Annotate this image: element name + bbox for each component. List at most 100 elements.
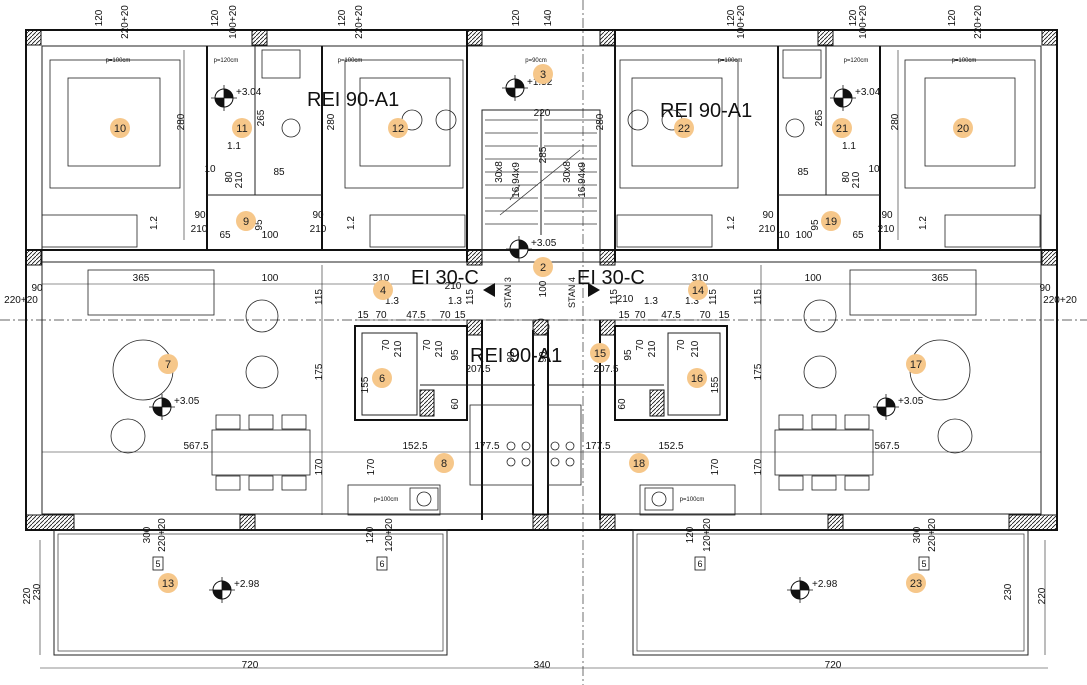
entry-arrow-left	[483, 283, 495, 297]
dimension-label: 70	[439, 310, 451, 321]
dimension-label: 90	[194, 210, 206, 221]
dimension-label: 220+20	[354, 5, 365, 39]
room-marker: 20	[953, 118, 973, 138]
room-marker: 12	[388, 118, 408, 138]
room-number: 22	[678, 123, 690, 135]
dimension-label: 95	[623, 349, 634, 361]
dimension-label: 120+20	[702, 518, 713, 552]
room-marker: 10	[110, 118, 130, 138]
dimension-label: 47.5	[406, 310, 426, 321]
level-value: +3.04	[236, 87, 262, 98]
dimension-label: 310	[692, 273, 709, 284]
dimension-label: 170	[366, 458, 377, 475]
dimension-label: 100	[538, 280, 549, 297]
room-marker: 17	[906, 354, 926, 374]
dimension-label: 100	[796, 230, 813, 241]
entry-arrow-right	[588, 283, 600, 297]
section-tag: 6	[376, 556, 388, 571]
dimension-label: 365	[932, 273, 949, 284]
room-number: 10	[114, 123, 126, 135]
section-tag: 6	[694, 556, 706, 571]
dimension-label: 210	[759, 224, 776, 235]
dimension-label: 95	[450, 349, 461, 361]
dimension-label: 120	[685, 526, 696, 543]
dimension-label: 15	[618, 310, 630, 321]
dimension-label: 177.5	[474, 441, 499, 452]
level-value: +2.98	[234, 579, 260, 590]
dimension-label: 90	[881, 210, 893, 221]
room-number: 7	[165, 359, 171, 371]
terraces	[53, 529, 1029, 656]
dimension-label: 1.1	[842, 141, 856, 152]
dimension-lines	[39, 50, 1048, 669]
dimension-label: 100	[262, 230, 279, 241]
dimension-label: 340	[534, 660, 551, 671]
dimension-label: 220+20	[4, 295, 38, 306]
dimension-label: 280	[176, 113, 187, 130]
outer-walls	[25, 29, 1058, 531]
dimension-label: 90	[31, 283, 43, 294]
room-marker: 16	[687, 368, 707, 388]
section-tag: 5	[152, 556, 164, 571]
room-number: 17	[910, 359, 922, 371]
dimension-label: 120	[210, 9, 221, 26]
dimension-label: 220	[1037, 587, 1048, 604]
dimension-label: 220	[22, 587, 33, 604]
room-marker: 15	[590, 343, 610, 363]
room-number: 3	[540, 69, 546, 81]
dimension-label: 155	[710, 376, 721, 393]
dimension-label: 1.2	[346, 216, 357, 230]
level-marker: +3.04	[211, 85, 262, 111]
dimension-label: 120	[726, 9, 737, 26]
dimension-label: 16.94x9	[577, 162, 588, 198]
section-tag-label: 6	[697, 559, 702, 569]
section-tag-label: 5	[155, 559, 160, 569]
room-marker: 13	[158, 573, 178, 593]
ei-label-right: EI 30-C	[577, 267, 645, 289]
dimension-label: p=100cm	[374, 497, 399, 503]
dimension-label: 280	[595, 113, 606, 130]
dimension-label: 10	[868, 164, 880, 175]
dimension-label: 70	[422, 339, 433, 351]
room-marker: 21	[832, 118, 852, 138]
rei-label-top-left: REI 90-A1	[307, 89, 399, 111]
dimension-label: 220+20	[973, 5, 984, 39]
room-number: 9	[243, 216, 249, 228]
room-marker: 18	[629, 453, 649, 473]
room-number: 8	[441, 458, 447, 470]
dimension-label: 210	[690, 340, 701, 357]
dimension-label: 210	[617, 294, 634, 305]
level-value: +2.98	[812, 579, 838, 590]
dimension-label: 1.3	[385, 296, 399, 307]
dimension-label: p=120cm	[214, 58, 239, 64]
dimension-label: 207.5	[465, 364, 490, 375]
dimension-label: 115	[314, 289, 325, 305]
dimension-label: 80	[224, 171, 235, 183]
dimension-label: 365	[133, 273, 150, 284]
dimension-label: 175	[753, 363, 764, 380]
dimension-label: 1.1	[227, 141, 241, 152]
dimension-label: 170	[753, 458, 764, 475]
level-marker: +2.98	[787, 577, 838, 603]
dimension-label: 70	[635, 339, 646, 351]
room-marker: 8	[434, 453, 454, 473]
dimension-label: 15	[454, 310, 466, 321]
level-marker: +3.04	[830, 85, 881, 111]
room-number: 6	[379, 373, 385, 385]
dimension-label: 230	[32, 583, 43, 600]
dimension-label: p=100cm	[338, 58, 363, 64]
room-number: 19	[825, 216, 837, 228]
level-value: +3.04	[855, 87, 881, 98]
furniture	[41, 49, 1041, 516]
dimension-label: 177.5	[585, 441, 610, 452]
dimension-label: 280	[890, 113, 901, 130]
dimension-label: 1.2	[726, 216, 737, 230]
room-marker: 22	[674, 118, 694, 138]
dimension-label: 230	[1003, 583, 1014, 600]
dimension-label: 300	[912, 526, 923, 543]
dimension-label: 210	[445, 281, 462, 292]
dimension-label: 90	[312, 210, 324, 221]
room-number: 12	[392, 123, 404, 135]
room-number: 2	[540, 262, 546, 274]
dimension-label: 95	[254, 219, 265, 231]
